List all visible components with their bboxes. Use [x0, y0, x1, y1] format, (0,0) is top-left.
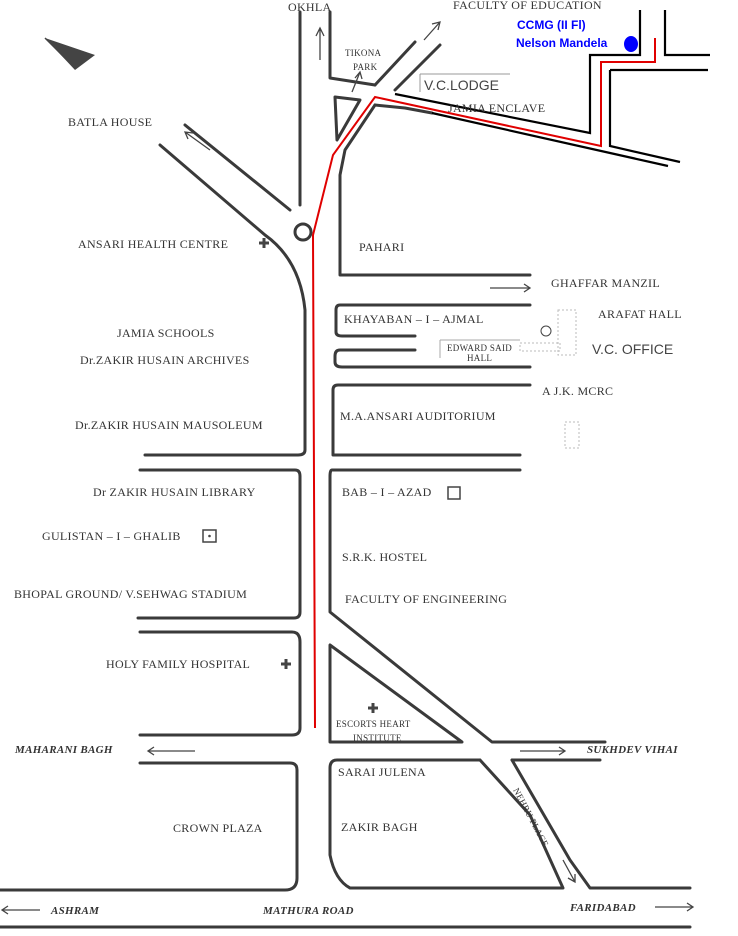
- label-engineering: FACULTY OF ENGINEERING: [345, 592, 507, 606]
- label-okhla: OKHLA: [288, 0, 332, 14]
- label-ajk: A J.K. MCRC: [542, 384, 613, 398]
- roads: [0, 10, 692, 929]
- destination-marker-icon: [624, 36, 638, 52]
- label-sarai: SARAI JULENA: [338, 765, 426, 779]
- hospital-cross-icons: [259, 238, 378, 713]
- label-jamia-enclave: JAMIA ENCLAVE: [448, 101, 545, 115]
- label-park: PARK: [353, 62, 378, 72]
- building-markers: [202, 73, 580, 713]
- label-edward1: EDWARD SAID: [447, 343, 512, 353]
- label-sukhdev: SUKHDEV VIHAI: [587, 744, 678, 756]
- label-maharani: MAHARANI BAGH: [14, 744, 113, 756]
- route-line: [311, 38, 656, 729]
- label-faridabad: FARIDABAD: [569, 902, 636, 914]
- label-batla-house: BATLA HOUSE: [68, 115, 152, 129]
- label-jamia-schools: JAMIA SCHOOLS: [117, 326, 215, 340]
- added-roads: [394, 10, 710, 168]
- label-ansari-health: ANSARI HEALTH CENTRE: [78, 237, 228, 251]
- label-mathura-road: MATHURA ROAD: [262, 905, 354, 917]
- map-labels: OKHLA FACULTY OF EDUCATION CCMG (II Fl) …: [14, 0, 682, 917]
- label-vc-lodge: V.C.LODGE: [424, 77, 499, 93]
- label-arafat: ARAFAT HALL: [598, 307, 682, 321]
- label-tikona: TIKONA: [345, 48, 381, 58]
- label-mausoleum: Dr.ZAKIR HUSAIN MAUSOLEUM: [75, 418, 263, 432]
- landmark-circle-icon: [540, 325, 552, 337]
- label-khayaban: KHAYABAN – I – AJMAL: [344, 312, 484, 326]
- label-ghaffar: GHAFFAR MANZIL: [551, 276, 660, 290]
- label-escorts2: INSTITUTE: [353, 733, 402, 743]
- label-library: Dr ZAKIR HUSAIN LIBRARY: [93, 485, 256, 499]
- label-srk: S.R.K. HOSTEL: [342, 550, 427, 564]
- label-holy-family: HOLY FAMILY HOSPITAL: [106, 657, 250, 671]
- label-auditorium: M.A.ANSARI AUDITORIUM: [340, 409, 496, 423]
- destination-line1: CCMG (II Fl): [517, 18, 586, 32]
- label-archives: Dr.ZAKIR HUSAIN ARCHIVES: [80, 353, 250, 367]
- label-crown-plaza: CROWN PLAZA: [173, 821, 263, 835]
- label-ashram: ASHRAM: [50, 905, 100, 917]
- label-escorts1: ESCORTS HEART: [336, 719, 411, 729]
- bab-square-icon: [447, 486, 461, 500]
- label-zakir-bagh: ZAKIR BAGH: [341, 820, 418, 834]
- destination-line2: Nelson Mandela: [516, 36, 608, 50]
- north-arrow-icon: [44, 37, 95, 70]
- gulistan-square-icon: [202, 529, 217, 543]
- label-pahari: PAHARI: [359, 240, 404, 254]
- label-vc-office: V.C. OFFICE: [592, 341, 673, 357]
- direction-arrows: [0, 21, 695, 915]
- label-bhopal: BHOPAL GROUND/ V.SEHWAG STADIUM: [14, 587, 247, 601]
- label-bab: BAB – I – AZAD: [342, 485, 432, 499]
- label-faculty-education: FACULTY OF EDUCATION: [453, 0, 602, 12]
- label-edward2: HALL: [467, 353, 492, 363]
- label-gulistan: GULISTAN – I – GHALIB: [42, 529, 181, 543]
